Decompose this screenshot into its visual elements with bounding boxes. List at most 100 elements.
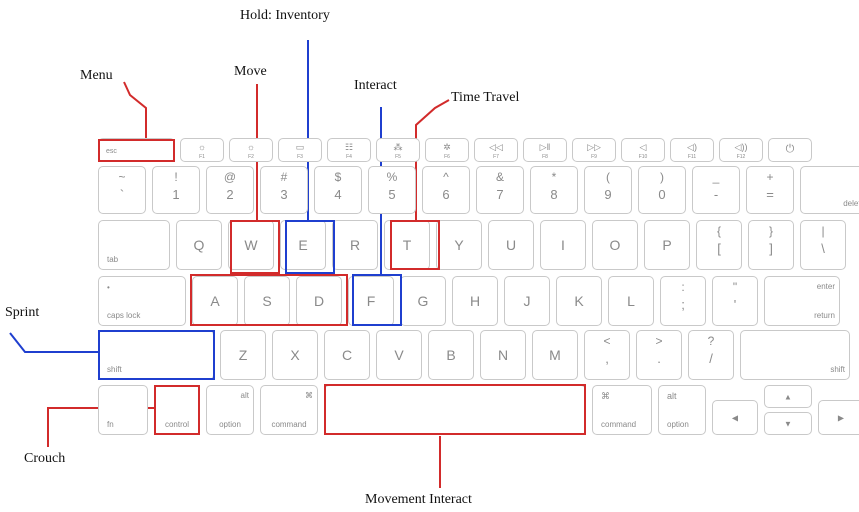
key-bottom-char: , bbox=[605, 351, 609, 366]
key-slash[interactable]: ?/ bbox=[688, 330, 734, 380]
key-arrow-down[interactable]: ▼ bbox=[764, 412, 812, 435]
key-s[interactable]: S bbox=[244, 276, 290, 326]
key-label: control bbox=[164, 420, 189, 429]
key-m[interactable]: M bbox=[532, 330, 578, 380]
key-2[interactable]: @2 bbox=[206, 166, 254, 214]
key-f6[interactable]: ✲F6 bbox=[425, 138, 469, 162]
key-r[interactable]: R bbox=[332, 220, 378, 270]
key-equals[interactable]: += bbox=[746, 166, 794, 214]
key-1[interactable]: !1 bbox=[152, 166, 200, 214]
key-f1[interactable]: ☼F1 bbox=[180, 138, 224, 162]
key-f10[interactable]: ◁F10 bbox=[621, 138, 665, 162]
key-e[interactable]: E bbox=[280, 220, 326, 270]
key-rbracket[interactable]: }] bbox=[748, 220, 794, 270]
key-lbracket[interactable]: {[ bbox=[696, 220, 742, 270]
key-f5[interactable]: ⁂ F5 bbox=[376, 138, 420, 162]
volume-up-icon: ◁)) bbox=[734, 142, 748, 152]
key-w[interactable]: W bbox=[228, 220, 274, 270]
key-label: F4 bbox=[346, 154, 352, 160]
key-semicolon[interactable]: :; bbox=[660, 276, 706, 326]
key-label: M bbox=[549, 347, 561, 363]
key-label: option bbox=[219, 420, 241, 429]
key-rshift[interactable]: shift bbox=[740, 330, 850, 380]
key-bottom-char: ; bbox=[681, 297, 685, 312]
key-c[interactable]: C bbox=[324, 330, 370, 380]
key-b[interactable]: B bbox=[428, 330, 474, 380]
key-label: U bbox=[505, 237, 517, 253]
key-arrow-right[interactable]: ▶ bbox=[818, 400, 859, 435]
key-z[interactable]: Z bbox=[220, 330, 266, 380]
key-v[interactable]: V bbox=[376, 330, 422, 380]
key-fn[interactable]: fn bbox=[98, 385, 148, 435]
key-arrow-left[interactable]: ◀ bbox=[712, 400, 758, 435]
key-label: F3 bbox=[297, 154, 303, 160]
key-q[interactable]: Q bbox=[176, 220, 222, 270]
key-period[interactable]: >. bbox=[636, 330, 682, 380]
key-label: N bbox=[497, 347, 509, 363]
key-comma[interactable]: <, bbox=[584, 330, 630, 380]
key-i[interactable]: I bbox=[540, 220, 586, 270]
key-f2[interactable]: ☼F2 bbox=[229, 138, 273, 162]
key-f4[interactable]: ☷F4 bbox=[327, 138, 371, 162]
key-lcommand[interactable]: ⌘command bbox=[260, 385, 318, 435]
key-3[interactable]: #3 bbox=[260, 166, 308, 214]
key-x[interactable]: X bbox=[272, 330, 318, 380]
key-delete[interactable]: delete bbox=[800, 166, 859, 214]
key-arrow-up[interactable]: ▲ bbox=[764, 385, 812, 408]
key-backtick[interactable]: ~` bbox=[98, 166, 146, 214]
key-label: F5 bbox=[395, 154, 401, 160]
key-power[interactable]: ⏻ bbox=[768, 138, 812, 162]
key-p[interactable]: P bbox=[644, 220, 690, 270]
key-label: R bbox=[349, 237, 361, 253]
highlight-space bbox=[324, 384, 586, 435]
key-top-char: & bbox=[495, 170, 504, 184]
key-l[interactable]: L bbox=[608, 276, 654, 326]
key-top-char: # bbox=[280, 170, 288, 184]
key-f[interactable]: F bbox=[348, 276, 394, 326]
key-f3[interactable]: ▭F3 bbox=[278, 138, 322, 162]
key-u[interactable]: U bbox=[488, 220, 534, 270]
key-f12[interactable]: ◁))F12 bbox=[719, 138, 763, 162]
keyboard-light-down-icon: ⁂ bbox=[393, 142, 403, 152]
key-minus[interactable]: _- bbox=[692, 166, 740, 214]
key-d[interactable]: D bbox=[296, 276, 342, 326]
arrow-up-icon: ▲ bbox=[784, 392, 792, 401]
key-f9[interactable]: ▷▷F9 bbox=[572, 138, 616, 162]
key-backslash[interactable]: |\ bbox=[800, 220, 846, 270]
key-n[interactable]: N bbox=[480, 330, 526, 380]
key-4[interactable]: $4 bbox=[314, 166, 362, 214]
key-9[interactable]: (9 bbox=[584, 166, 632, 214]
key-f7[interactable]: ◁◁F7 bbox=[474, 138, 518, 162]
key-h[interactable]: H bbox=[452, 276, 498, 326]
key-capslock[interactable]: •caps lock bbox=[98, 276, 186, 326]
mute-icon: ◁ bbox=[639, 142, 647, 152]
key-7[interactable]: &7 bbox=[476, 166, 524, 214]
key-label: S bbox=[262, 293, 272, 309]
key-k[interactable]: K bbox=[556, 276, 602, 326]
highlight-e bbox=[285, 220, 335, 274]
key-top-char: < bbox=[603, 334, 611, 348]
key-f11[interactable]: ◁)F11 bbox=[670, 138, 714, 162]
key-g[interactable]: G bbox=[400, 276, 446, 326]
key-6[interactable]: ^6 bbox=[422, 166, 470, 214]
key-o[interactable]: O bbox=[592, 220, 638, 270]
volume-down-icon: ◁) bbox=[687, 142, 697, 152]
key-8[interactable]: *8 bbox=[530, 166, 578, 214]
key-quote[interactable]: "' bbox=[712, 276, 758, 326]
key-0[interactable]: )0 bbox=[638, 166, 686, 214]
key-esc[interactable]: esc bbox=[98, 138, 175, 162]
menu-callout-line bbox=[123, 81, 147, 139]
key-label: Y bbox=[454, 237, 464, 253]
key-top-char: @ bbox=[223, 170, 237, 184]
key-y[interactable]: Y bbox=[436, 220, 482, 270]
key-j[interactable]: J bbox=[504, 276, 550, 326]
key-tab[interactable]: tab bbox=[98, 220, 170, 270]
key-top-label: alt bbox=[667, 391, 677, 401]
key-f8[interactable]: ▷‖F8 bbox=[523, 138, 567, 162]
key-5[interactable]: %5 bbox=[368, 166, 416, 214]
key-top-char: : bbox=[681, 280, 685, 294]
key-rcommand[interactable]: ⌘command bbox=[592, 385, 652, 435]
